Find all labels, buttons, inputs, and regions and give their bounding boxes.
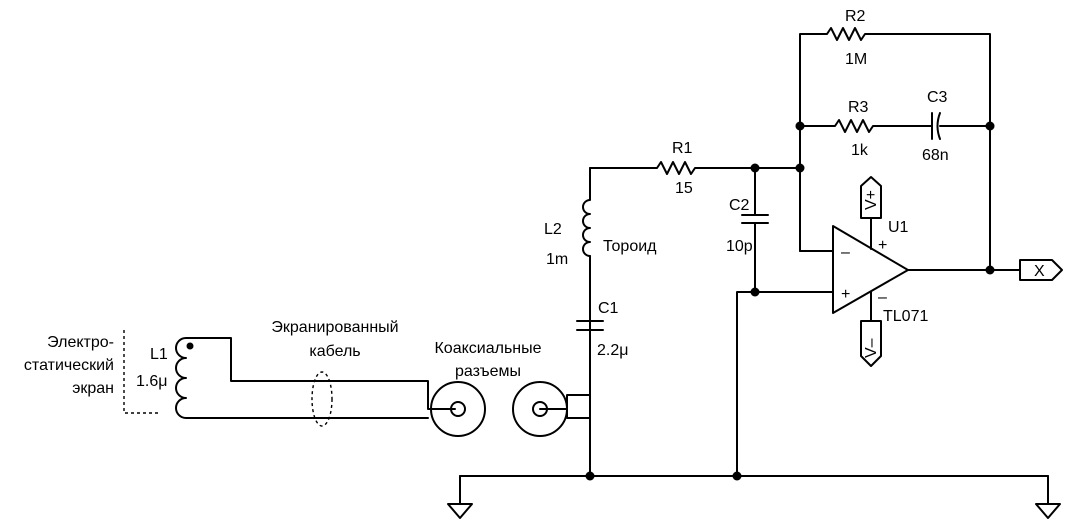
u1-part: TL071 <box>883 308 928 325</box>
cable-label-line2: кабель <box>309 343 360 360</box>
output-label: X <box>1034 263 1045 280</box>
vminus-label: V– <box>863 338 880 358</box>
wire-connector2-center <box>539 394 591 410</box>
cable-shield-ellipse <box>311 371 333 427</box>
l2-value: 1m <box>546 251 568 268</box>
output-port <box>1019 259 1063 281</box>
r1-ref: R1 <box>672 140 693 157</box>
op-amp-minus-input-sign: – <box>841 244 850 261</box>
supply-minus-pin-sign: – <box>878 289 887 306</box>
c1-value: 2.2μ <box>597 342 628 359</box>
supply-plus-pin-sign: + <box>878 237 887 254</box>
ground-bus <box>447 475 1061 519</box>
r3-value: 1k <box>851 142 869 159</box>
wire-ground-plus <box>736 291 756 477</box>
resistor-r1 <box>589 161 801 175</box>
l1-value: 1.6μ <box>136 373 167 390</box>
c3-ref: C3 <box>927 89 948 106</box>
electrostatic-shield <box>123 330 160 414</box>
resistor-r3 <box>799 119 933 133</box>
inductor-l2 <box>582 167 591 257</box>
capacitor-c3 <box>931 112 991 140</box>
connectors-label-line1: Коаксиальные <box>434 340 541 357</box>
u1-ref: U1 <box>888 219 909 236</box>
l2-ref: L2 <box>544 221 562 238</box>
coax-connector-1 <box>430 381 486 437</box>
r2-value: 1M <box>845 51 867 68</box>
shield-label-line3: экран <box>72 380 114 397</box>
r1-value: 15 <box>675 180 693 197</box>
c1-ref: C1 <box>598 300 619 317</box>
shield-label-line1: Электро- <box>47 334 114 351</box>
junction-dots <box>585 121 995 481</box>
op-amp-u1 <box>832 176 909 367</box>
capacitor-c1 <box>576 255 604 396</box>
c2-value: 10p <box>726 238 753 255</box>
toroid-label: Тороид <box>603 238 657 255</box>
capacitor-c2 <box>741 167 769 293</box>
l1-ref: L1 <box>150 346 168 363</box>
inductor-l1 <box>175 337 201 419</box>
r3-ref: R3 <box>848 99 869 116</box>
shield-label-line2: статический <box>24 357 114 374</box>
wire-connector2-shield <box>566 408 591 419</box>
c3-value: 68n <box>922 147 949 164</box>
c2-ref: C2 <box>729 197 750 214</box>
cable-label-line1: Экранированный <box>271 319 398 336</box>
connectors-label-line2: разъемы <box>455 363 521 380</box>
r2-ref: R2 <box>845 8 866 25</box>
vplus-label: V+ <box>863 190 880 210</box>
op-amp-plus-input-sign: + <box>841 286 850 303</box>
resistor-r2 <box>799 27 991 271</box>
